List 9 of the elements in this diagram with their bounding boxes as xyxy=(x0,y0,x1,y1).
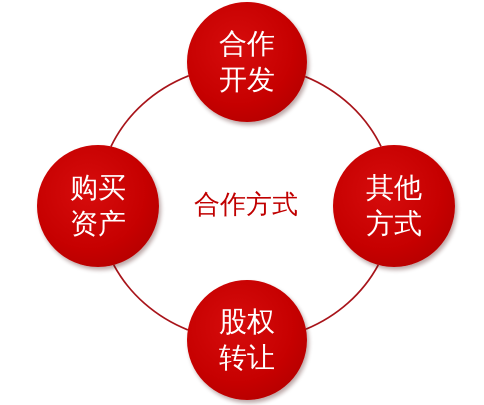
node-text: 股权转让 xyxy=(218,304,276,376)
connector-arc xyxy=(110,75,189,147)
connector-arc xyxy=(113,264,188,331)
connector-arc xyxy=(304,76,382,147)
node-text: 其他方式 xyxy=(365,170,423,242)
node-text: 购买资产 xyxy=(69,170,127,242)
connector-arc xyxy=(306,264,379,330)
node-text: 合作开发 xyxy=(218,26,276,98)
center-label: 合作方式 xyxy=(194,190,298,221)
